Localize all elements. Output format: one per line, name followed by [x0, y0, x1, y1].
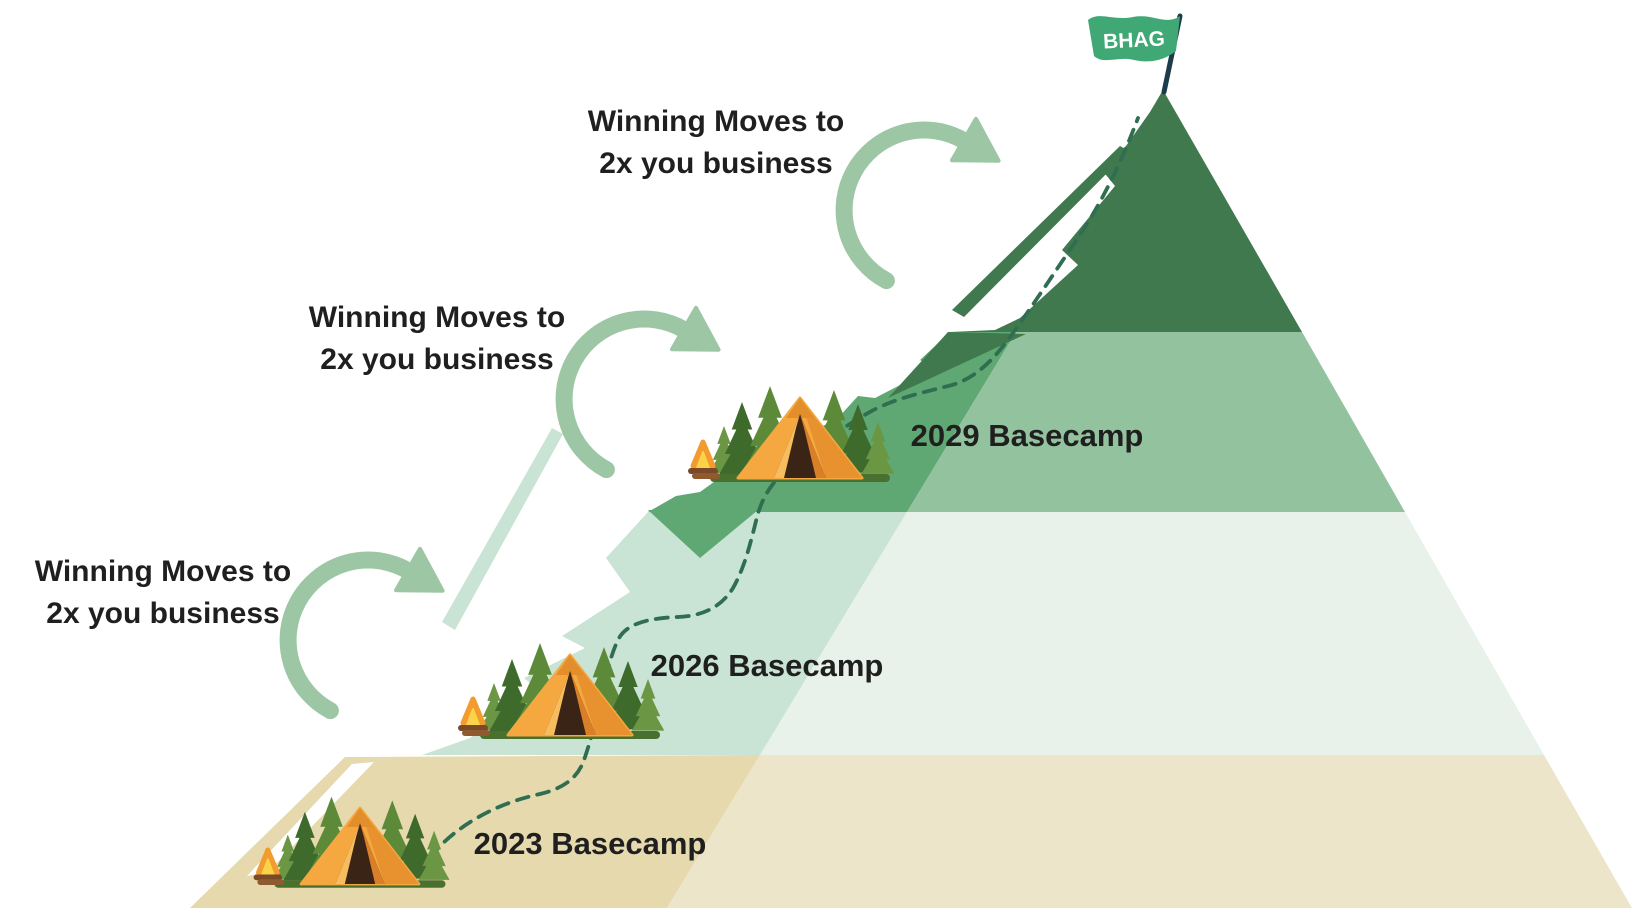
winning-moves-annotation-bottom: Winning Moves to 2x you business [0, 551, 338, 635]
annotation-line: Winning Moves to [308, 301, 566, 334]
basecamp-label-2026: 2026 Basecamp [650, 648, 884, 683]
annotation-line: Winning Moves to [587, 105, 845, 138]
winning-moves-annotation-top: Winning Moves to 2x you business [541, 101, 891, 185]
annotation-line: Winning Moves to [34, 555, 292, 588]
flag-banner [1088, 16, 1180, 62]
annotation-line: 2x you business [320, 343, 554, 376]
annotation-line: 2x you business [599, 147, 833, 180]
annotation-line: 2x you business [46, 597, 280, 630]
ridge-sliver-dark [952, 146, 1129, 317]
flag-label: BHAG [1103, 27, 1166, 53]
band-2026-light [760, 512, 1544, 755]
band-2029-light [907, 332, 1405, 512]
peak [950, 90, 1302, 332]
trail-path-icon [416, 116, 1140, 876]
winning-moves-annotation-middle: Winning Moves to 2x you business [262, 297, 612, 381]
ridge-wedge-green [648, 510, 758, 558]
basecamp-label-2029: 2029 Basecamp [910, 418, 1144, 453]
ridge-wedge-dark [888, 332, 1026, 398]
snow-streak [247, 762, 374, 876]
basecamp-label-2023: 2023 Basecamp [473, 826, 707, 861]
flag-icon: BHAG [1088, 13, 1183, 95]
band-2023-light [667, 755, 1632, 908]
ridge-sliver-mint [442, 428, 563, 630]
pyramid [190, 90, 1632, 908]
